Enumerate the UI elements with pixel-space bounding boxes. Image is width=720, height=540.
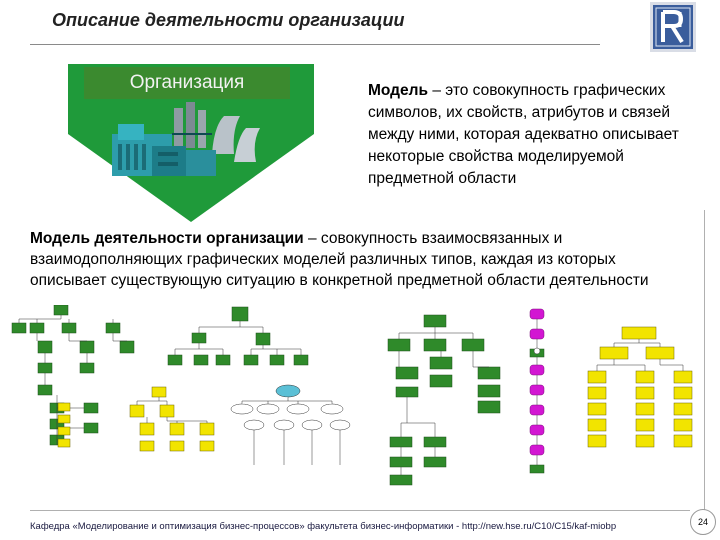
title-divider (30, 44, 600, 45)
org-structure-yellow-diagram (587, 326, 693, 448)
footer-text: Кафедра «Моделирование и оптимизация биз… (30, 521, 617, 532)
factory-icon (112, 102, 260, 176)
process-tree-diagram (57, 386, 215, 452)
model-term: Модель (368, 82, 429, 99)
model-definition-text: – это совокупность графических символов,… (368, 82, 679, 187)
slide-title: Описание деятельности организации (52, 10, 405, 30)
hse-logo-icon (650, 2, 696, 52)
organization-label: Организация (84, 67, 290, 99)
footer-divider (30, 510, 690, 511)
org-chart-diagram (11, 305, 135, 446)
model-definition: Модель – это совокупность графических си… (368, 80, 688, 190)
page-number: 24 (690, 509, 716, 535)
org-model-term: Модель деятельности организации (30, 230, 304, 247)
org-model-definition-text: – совокупность взаимосвязанных и взаимод… (30, 230, 649, 289)
function-tree-diagram (167, 306, 309, 366)
event-driven-process-chain-diagram (387, 308, 545, 486)
organization-illustration (68, 64, 314, 222)
right-divider (704, 210, 705, 510)
data-model-diagram (230, 384, 351, 465)
model-diagrams-collage (11, 305, 693, 486)
organization-model-definition: Модель деятельности организации – совоку… (30, 228, 690, 291)
